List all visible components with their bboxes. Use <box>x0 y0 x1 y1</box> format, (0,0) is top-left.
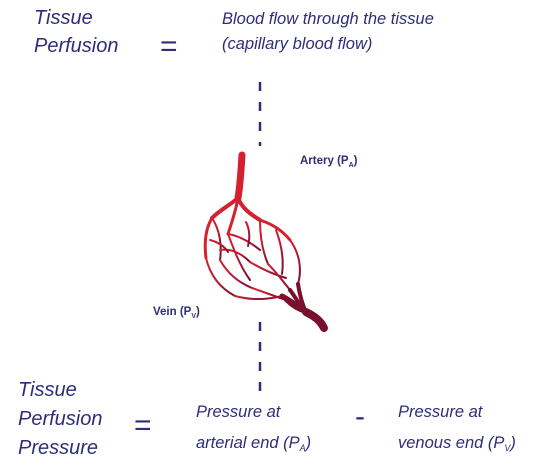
artery-label: Artery (PA) <box>300 155 357 167</box>
arterial-text: arterial end (P <box>196 434 300 452</box>
venous-text: venous end (P <box>398 434 504 452</box>
arterial-line: Pressure at <box>196 397 311 428</box>
venous-subscript: V <box>504 443 510 453</box>
venous-line: Pressure at <box>398 397 516 428</box>
arterial-close: ) <box>306 434 312 452</box>
term-line: Pressure <box>18 436 103 460</box>
artery-pressure-subscript: A <box>349 162 354 169</box>
artery-label-close: ) <box>354 155 358 167</box>
arterial-subscript: A <box>300 443 306 453</box>
minus-sign: - <box>355 402 365 432</box>
tissue-perfusion-pressure-term: Tissue Perfusion Pressure <box>18 378 103 460</box>
term-line: Perfusion <box>18 407 103 431</box>
vein-label: Vein (PV) <box>153 306 200 318</box>
vein-pressure-subscript: V <box>191 313 196 320</box>
vein-label-text: Vein (P <box>153 306 191 318</box>
vein-vessel <box>282 284 324 328</box>
equals-sign: = <box>134 411 152 441</box>
artery-label-text: Artery (P <box>300 155 349 167</box>
arterial-line: arterial end (PA) <box>196 428 311 461</box>
venous-close: ) <box>510 434 516 452</box>
term-line: Tissue <box>18 378 103 402</box>
capillary-network <box>206 218 300 300</box>
vein-label-close: ) <box>196 306 200 318</box>
capillary-bed-illustration <box>190 150 340 335</box>
venous-pressure-term: Pressure at venous end (PV) <box>398 397 516 461</box>
venous-line: venous end (PV) <box>398 428 516 461</box>
arterial-pressure-term: Pressure at arterial end (PA) <box>196 397 311 461</box>
